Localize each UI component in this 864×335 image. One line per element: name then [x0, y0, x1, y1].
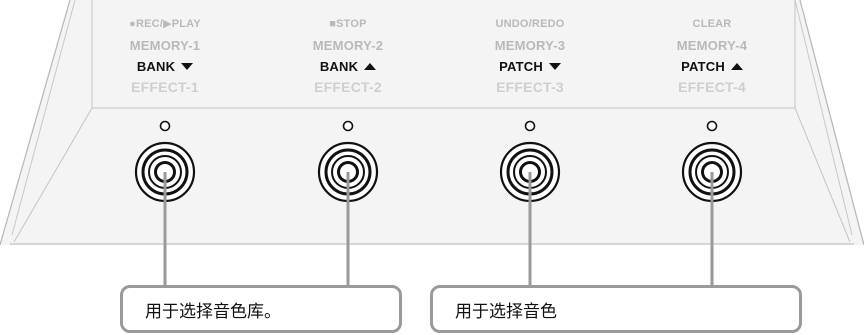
bank-patch-label: BANK — [80, 56, 250, 77]
memory-label: MEMORY-1 — [80, 35, 250, 56]
top-function-label: ●REC/▶PLAY — [80, 14, 250, 35]
effect-label: EFFECT-4 — [627, 77, 797, 98]
led-indicator-icon — [159, 120, 171, 132]
memory-label-text: MEMORY-1 — [129, 38, 201, 53]
memory-label: MEMORY-4 — [627, 35, 797, 56]
arrow-up-icon — [730, 63, 743, 71]
effect-label: EFFECT-2 — [263, 77, 433, 98]
effect-label-text: EFFECT-2 — [314, 79, 382, 95]
top-function-label-text: UNDO/REDO — [495, 18, 565, 30]
top-function-label: CLEAR — [627, 14, 797, 35]
bank-patch-label-text: BANK — [319, 59, 359, 74]
arrow-up-icon — [364, 63, 377, 71]
arrow-down-icon — [548, 63, 561, 71]
bank-patch-label-text: PATCH — [499, 59, 543, 74]
top-function-label-text: CLEAR — [692, 18, 732, 30]
effect-label: EFFECT-1 — [80, 77, 250, 98]
arrow-down-icon — [181, 63, 194, 71]
bank-patch-label-text: BANK — [136, 59, 176, 74]
effect-label: EFFECT-3 — [445, 77, 615, 98]
callout-bank-text: 用于选择音色库。 — [145, 302, 281, 322]
memory-label-text: MEMORY-2 — [312, 38, 384, 53]
top-function-label: ■STOP — [263, 14, 433, 35]
callout-bank: 用于选择音色库。 — [120, 285, 402, 333]
bank-patch-label: PATCH — [445, 56, 615, 77]
top-function-label: UNDO/REDO — [445, 14, 615, 35]
top-function-label-text: ■STOP — [329, 18, 367, 30]
bank-patch-label-text: PATCH — [681, 59, 725, 74]
memory-label: MEMORY-3 — [445, 35, 615, 56]
effect-label-text: EFFECT-1 — [131, 79, 199, 95]
bank-patch-label: BANK — [263, 56, 433, 77]
led-indicator-icon — [342, 120, 354, 132]
led-indicator-icon — [706, 120, 718, 132]
bank-patch-label: PATCH — [627, 56, 797, 77]
led-indicator-icon — [524, 120, 536, 132]
callout-patch-text: 用于选择音色 — [455, 302, 557, 322]
callout-patch: 用于选择音色 — [430, 285, 802, 333]
effect-label-text: EFFECT-4 — [678, 79, 746, 95]
effect-label-text: EFFECT-3 — [496, 79, 564, 95]
memory-label-text: MEMORY-4 — [676, 38, 748, 53]
memory-label: MEMORY-2 — [263, 35, 433, 56]
top-function-label-text: ●REC/▶PLAY — [129, 18, 201, 30]
memory-label-text: MEMORY-3 — [494, 38, 566, 53]
